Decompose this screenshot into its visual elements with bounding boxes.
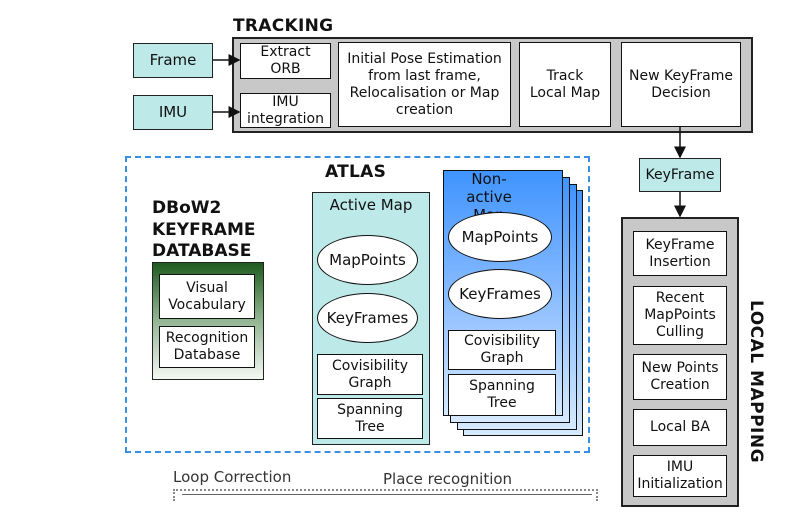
tracking-title: TRACKING	[233, 16, 334, 36]
local-mapping-title: LOCAL MAPPING	[746, 300, 766, 464]
active-spanning-box[interactable]: Spanning Tree	[317, 398, 423, 439]
place-recognition-label: Place recognition	[383, 470, 513, 488]
recent-mappoints-culling-box[interactable]: Recent MapPoints Culling	[633, 286, 727, 345]
local-ba-box[interactable]: Local BA	[633, 409, 727, 446]
track-local-map-box[interactable]: Track Local Map	[519, 42, 611, 127]
atlas-title: ATLAS	[325, 162, 387, 182]
loop-closing-panel-edge	[173, 489, 598, 501]
keyframe-insertion-box[interactable]: KeyFrame Insertion	[633, 231, 727, 276]
nonactive-spanning-box[interactable]: Spanning Tree	[448, 374, 556, 416]
active-covisibility-box[interactable]: Covisibility Graph	[317, 354, 423, 395]
imu-integration-box[interactable]: IMU integration	[240, 93, 331, 128]
active-keyframes-ellipse[interactable]: KeyFrames	[317, 293, 418, 343]
active-map-title: Active Map	[329, 196, 413, 214]
keyframe-link-box[interactable]: KeyFrame	[639, 158, 721, 192]
loop-closing-inner-edge	[182, 494, 592, 502]
dbow2-title-line-3: DATABASE	[152, 241, 252, 261]
nonactive-covisibility-box[interactable]: Covisibility Graph	[448, 330, 556, 370]
extract-orb-box[interactable]: Extract ORB	[240, 43, 331, 79]
active-mappoints-ellipse[interactable]: MapPoints	[317, 235, 418, 285]
dbow2-title: DBoW2 KEYFRAME DATABASE	[152, 198, 256, 263]
initial-pose-box[interactable]: Initial Pose Estimation from last frame,…	[338, 42, 511, 127]
atlas-region	[125, 156, 590, 453]
visual-vocabulary-box[interactable]: Visual Vocabulary	[159, 274, 255, 319]
nonactive-keyframes-ellipse[interactable]: KeyFrames	[448, 269, 552, 319]
recognition-database-box[interactable]: Recognition Database	[159, 326, 255, 368]
new-keyframe-decision-box[interactable]: New KeyFrame Decision	[621, 42, 741, 127]
dbow2-title-line-2: KEYFRAME	[152, 219, 256, 240]
new-points-creation-box[interactable]: New Points Creation	[633, 354, 727, 400]
imu-input-box[interactable]: IMU	[133, 95, 213, 130]
imu-initialization-box[interactable]: IMU Initialization	[633, 455, 727, 497]
nonactive-mappoints-ellipse[interactable]: MapPoints	[448, 212, 552, 262]
dbow2-title-line-1: DBoW2	[152, 198, 222, 218]
loop-correction-label: Loop Correction	[173, 468, 292, 486]
frame-input-box[interactable]: Frame	[133, 43, 213, 78]
